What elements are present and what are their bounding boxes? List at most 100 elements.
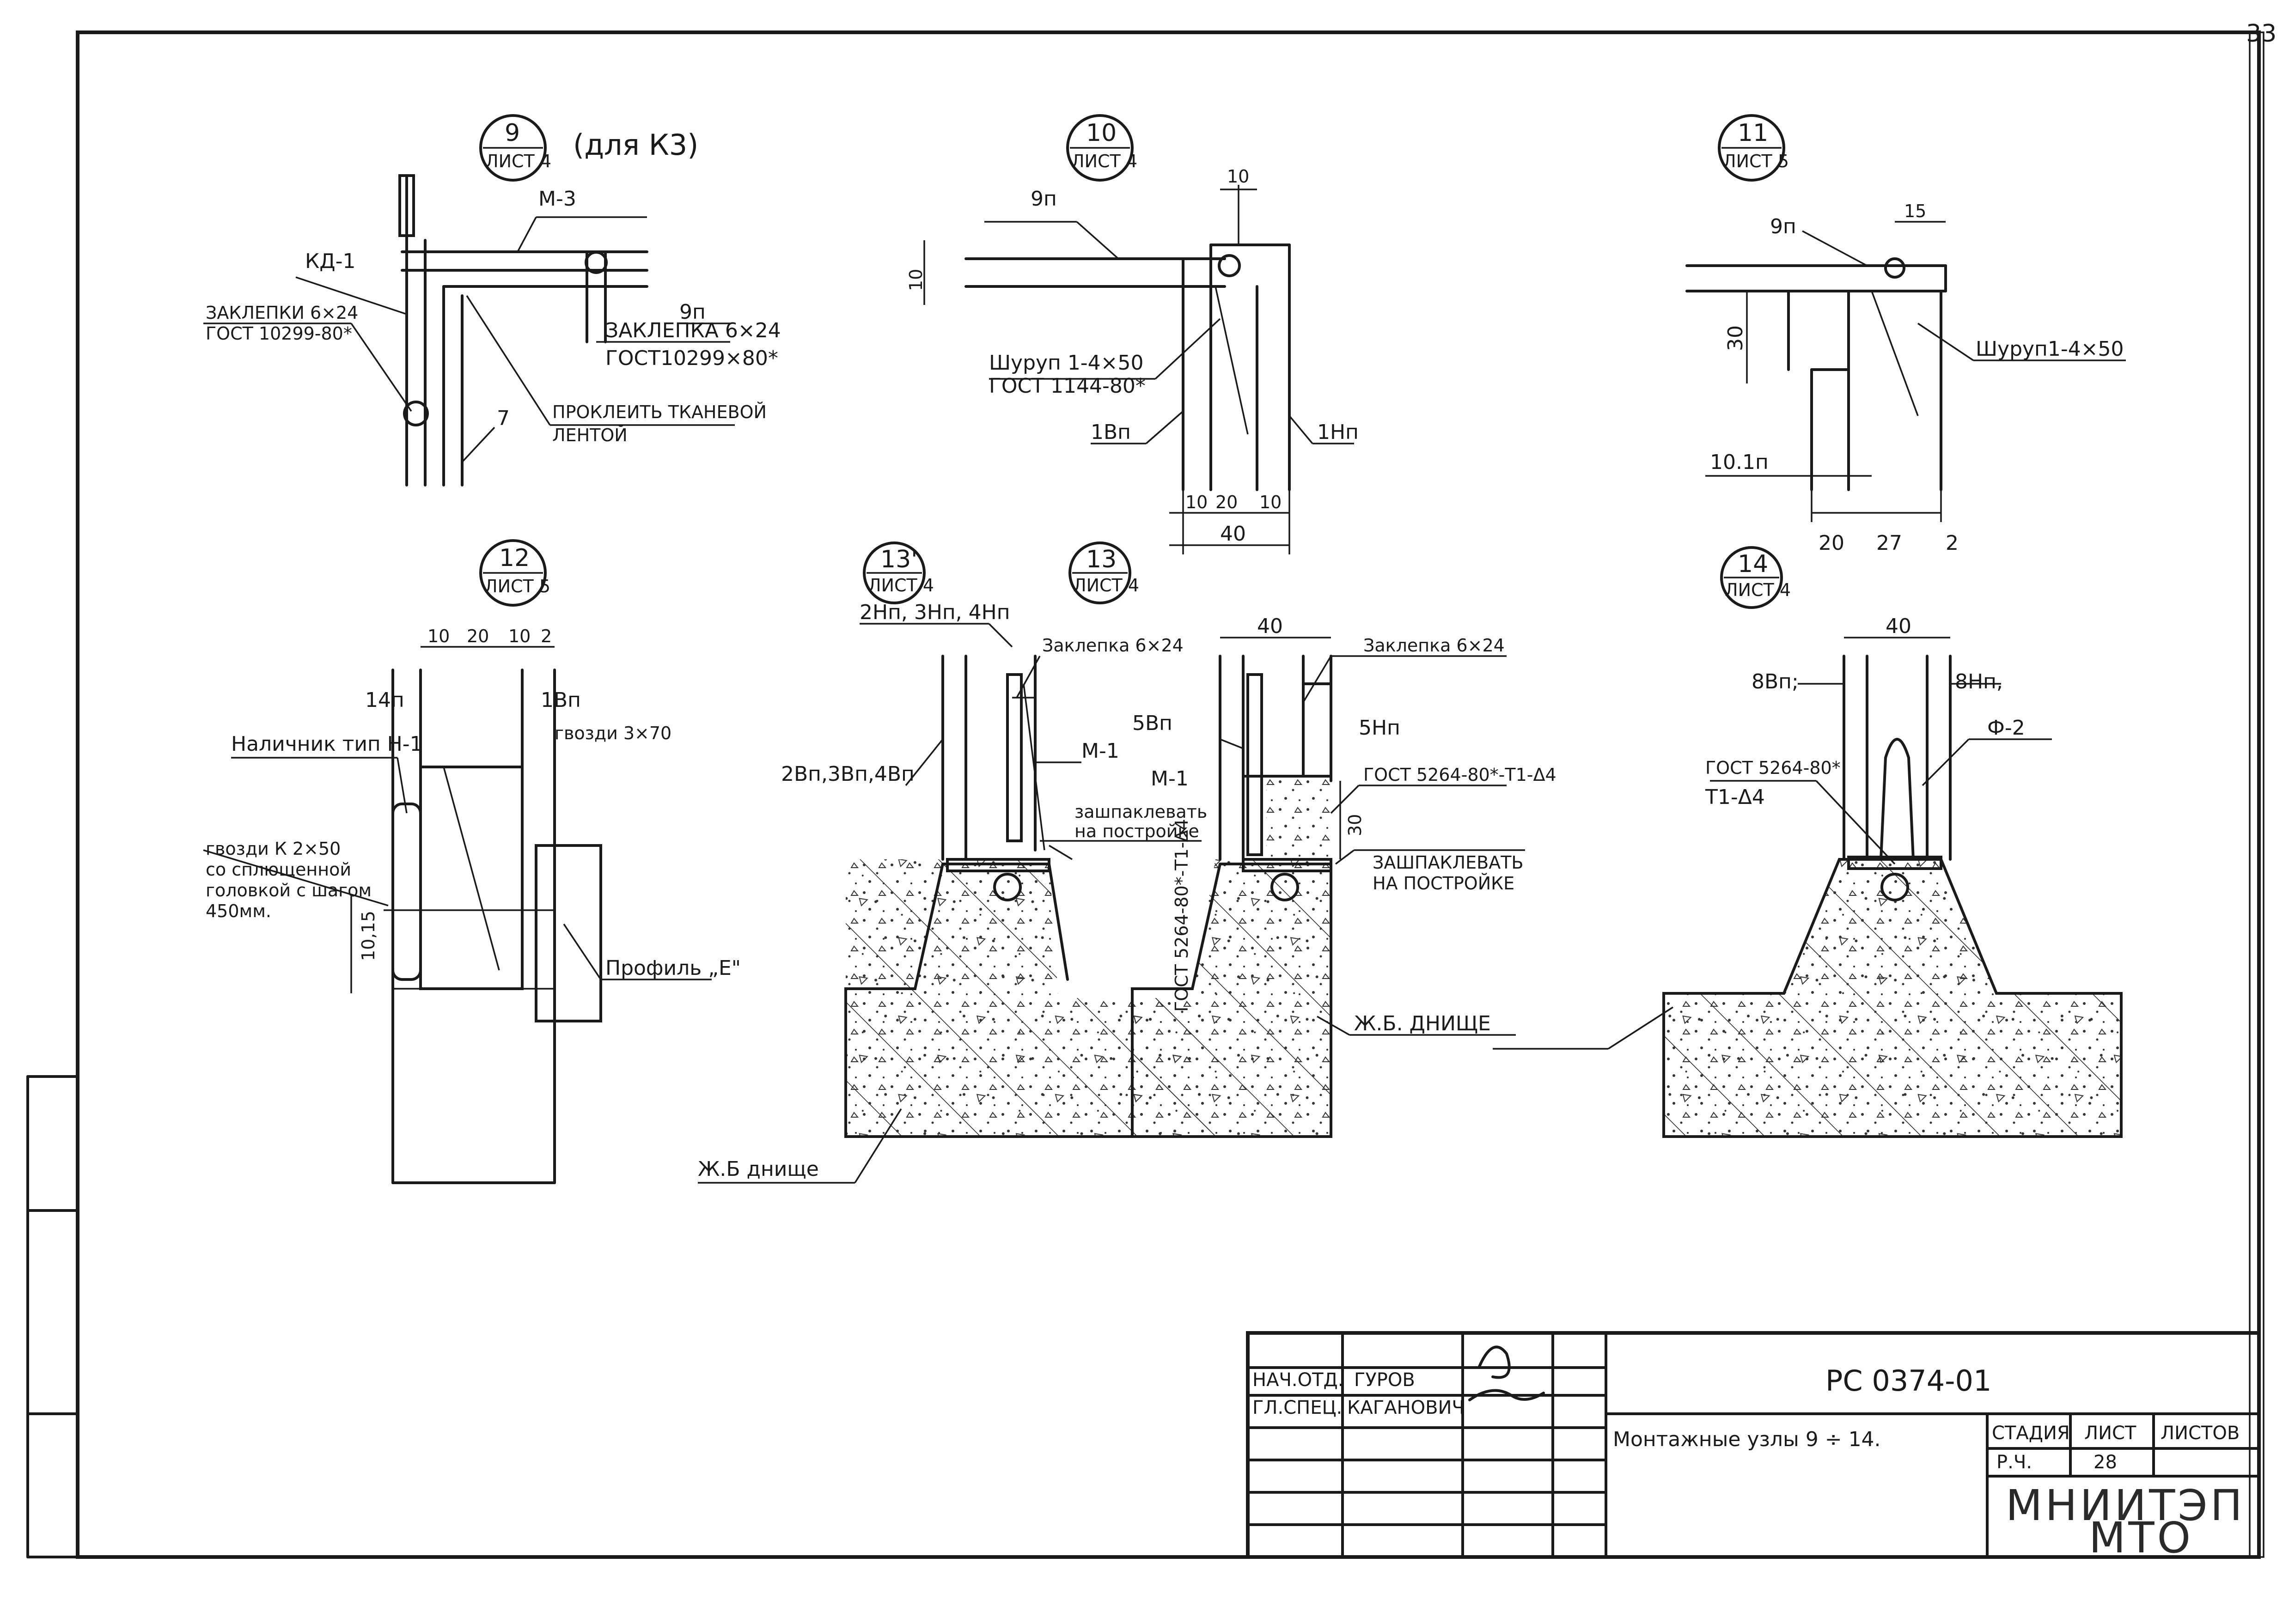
detail-10-callout: 10 ЛИСТ 4 [1066,114,1137,182]
tb-doc-code: РС 0374-01 [1825,1364,1991,1398]
detail-14-callout: 14 ЛИСТ 4 [1720,546,1791,609]
d9-label-kd1: КД-1 [305,249,355,273]
detail-13-prime: 13' ЛИСТ 4 2Нп, 3Нп, 4Нп Заклепка 6×24 2… [698,541,1212,1184]
detail-14-number: 14 [1738,550,1768,578]
d12-label-nails: гвозди 3×70 [555,723,671,743]
detail-13-callout: 13 ЛИСТ 4 [1068,541,1139,604]
page-number: 33 [2246,20,2277,48]
d9-label-tape: ЛЕНТОЙ [552,425,628,445]
d14-label-8np: 8Нп, [1955,670,2003,693]
tb-sheet-no: 28 [2094,1452,2117,1473]
tb-role-chief: ГЛ.СПЕЦ. [1252,1397,1342,1418]
d9-label-gost-a: ГОСТ 10299-80* [206,323,352,344]
detail-9-number: 9 [505,119,520,147]
detail-9-sheet: ЛИСТ 4 [485,151,551,171]
d9-label-gost-b: ГОСТ10299×80* [605,347,778,370]
d13a-label-vp: 2Вп,3Вп,4Вп [781,762,915,786]
d13a-label-putty: зашпаклевать [1074,802,1207,822]
detail-11: 11 ЛИСТ 5 9п 15 30 Шуруп1-4×50 10.1п 20 … [1685,114,2126,555]
d11-dim-20: 20 [1819,531,1844,555]
detail-13-prime-number: 13' [880,546,917,573]
d13-label-rivet: Заклепка 6×24 [1363,635,1505,656]
d10-dim-20: 20 [1215,492,1238,512]
d13a-label-rivet: Заклепка 6×24 [1042,635,1184,656]
tb-col-sheets: ЛИСТОВ [2161,1423,2240,1444]
d10-label-1np: 1Нп [1317,420,1359,444]
detail-10-sheet: ЛИСТ 4 [1071,151,1137,171]
d13a-label-slab: Ж.Б днище [698,1157,819,1181]
d10-label-screw: Шуруп 1-4×50 [989,351,1144,375]
d13-dim-30: 30 [1345,814,1365,836]
detail-11-sheet: ЛИСТ 5 [1723,151,1789,171]
d13-label-5np: 5Нп [1359,716,1400,740]
d12-dim-10a: 10 [427,626,450,646]
d9-label-7: 7 [497,407,510,430]
detail-13: 13 ЛИСТ 4 40 Заклепка 6×24 5Вп 5Нп М-1 Г [1068,541,1556,1138]
d12-label-casing: Наличник тип Н-1 [231,732,423,756]
d14-label-f2: Ф-2 [1987,716,2025,740]
d13-label-5vp: 5Вп [1132,712,1172,735]
d11-label-9p: 9п [1770,215,1796,238]
detail-9: 9 ЛИСТ 4 (для К3) М-3 КД-1 ЗАКЛЕПКИ 6×24 [203,114,781,487]
d11-dim-30: 30 [1724,325,1747,351]
d10-label-9p: 9п [1031,187,1057,211]
d12-label-450: 450мм. [206,901,271,921]
d13-label-gost: ГОСТ 5264-80*-Т1-Δ4 [1363,765,1556,785]
d13a-label-np: 2Нп, 3Нп, 4Нп [860,601,1010,624]
title-block: НАЧ.ОТД. ГЛ.СПЕЦ. ГУРОВ КАГАНОВИЧ РС 037… [1246,1331,2261,1563]
detail-13-number: 13 [1086,546,1117,573]
tb-name-gurov: ГУРОВ [1354,1369,1415,1391]
detail-13-prime-callout: 13' ЛИСТ 4 [863,541,934,604]
d10-dim-10b: 10 [1227,166,1249,187]
d12-label-pitch: головкой с шагом [206,880,372,900]
d13-label-slab: Ж.Б. ДНИЩЕ [1354,1012,1491,1035]
detail-14: 14 ЛИСТ 4 40 8Вп; 8Нп, Ф-2 ГОСТ 5264-80*… [1493,546,2123,1138]
detail-13-sheet: ЛИСТ 4 [1073,575,1139,596]
d14-label-t1: Т1-Δ4 [1705,785,1765,809]
d10-dim-40: 40 [1220,522,1246,546]
detail-14-sheet: ЛИСТ 4 [1725,580,1791,600]
d10-dim-10d: 10 [1259,492,1282,512]
d12-label-nails-k: гвозди К 2×50 [206,839,341,859]
d11-dim-2: 2 [1946,531,1959,555]
tb-col-sheet: ЛИСТ [2084,1423,2136,1444]
d11-dim-15: 15 [1904,201,1926,221]
d9-label-m3: М-3 [538,187,576,211]
d13a-label-m1: М-1 [1081,739,1119,763]
d13-label-m1: М-1 [1151,767,1189,791]
detail-9-callout: 9 ЛИСТ 4 (для К3) [479,114,698,182]
d9-label-rivet: ЗАКЛЕПКА 6×24 [605,319,781,342]
d10-dim-10c: 10 [1185,492,1208,512]
d13a-label-gost: ГОСТ 5264-80*-Т1-Δ4 [1172,819,1192,1012]
d13a-label-onsite: на постройке [1074,821,1199,841]
tb-org-unit: МТО [2089,1513,2193,1563]
d11-dim-27: 27 [1876,531,1902,555]
d10-label-1vp: 1Вп [1091,420,1131,444]
d12-label-14p: 14п [365,688,404,712]
d14-label-gost: ГОСТ 5264-80* [1705,758,1841,778]
d9-label-rivets: ЗАКЛЕПКИ 6×24 [206,303,358,323]
tb-role-head: НАЧ.ОТД. [1252,1369,1343,1391]
d12-label-1vp: 1Вп [541,688,581,712]
d14-label-8vp: 8Вп; [1752,670,1799,693]
d12-label-flat-head: со сплющенной [206,859,351,880]
d12-dim-1015: 10,15 [358,911,378,961]
tb-sheet-title: Монтажные узлы 9 ÷ 14. [1613,1428,1881,1451]
d13-dim-40: 40 [1257,614,1283,638]
d12-dim-2: 2 [541,626,552,646]
d11-label-screw: Шуруп1-4×50 [1976,337,2124,361]
detail-9-note: (для К3) [573,128,698,162]
d14-dim-40: 40 [1886,614,1911,638]
detail-12-callout: 12 ЛИСТ 5 [479,539,550,607]
d9-label-9p: 9п [679,300,706,324]
d10-dim-10a: 10 [906,269,926,291]
tb-stage: Р.Ч. [1996,1452,2032,1473]
detail-11-callout: 11 ЛИСТ 5 [1718,114,1789,182]
detail-12: 12 ЛИСТ 5 10 20 10 2 14п 1Вп Наличник ти… [203,539,741,1184]
detail-10-number: 10 [1086,119,1117,147]
d12-label-profile: Профиль „Е" [605,956,741,980]
detail-11-number: 11 [1738,119,1768,147]
d13-label-onsite: НА ПОСТРОЙКЕ [1373,873,1514,894]
tb-col-stage: СТАДИЯ [1992,1423,2070,1444]
